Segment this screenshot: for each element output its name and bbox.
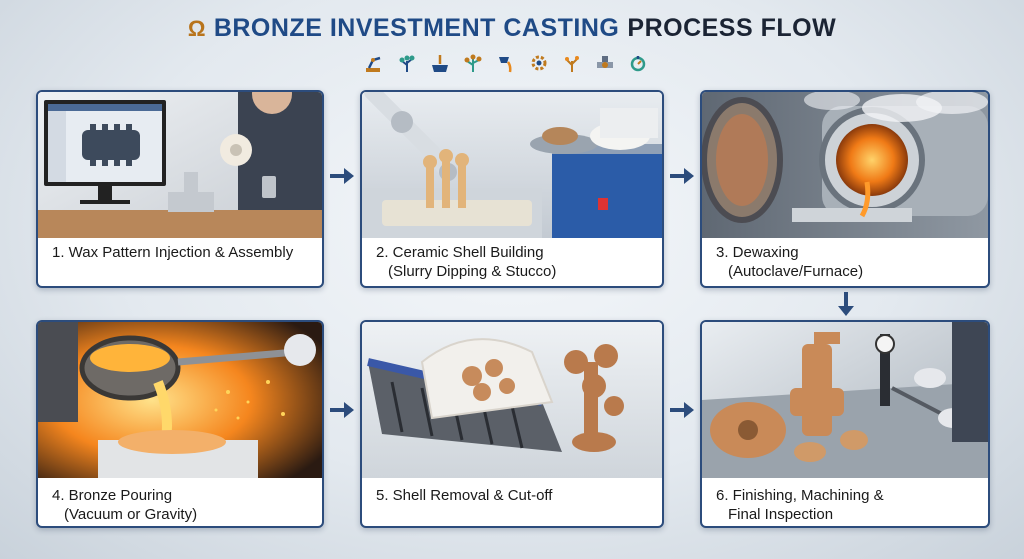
step-card-1: 1. Wax Pattern Injection & Assembly: [36, 90, 324, 288]
robot-arm-icon: [360, 52, 387, 74]
arrow-down-icon: [838, 292, 854, 316]
step-caption-5: 5. Shell Removal & Cut-off: [376, 486, 654, 505]
finishing-inspection-photo: [702, 322, 988, 478]
valve-icon: [591, 52, 618, 74]
arrow-right-icon: [670, 168, 694, 184]
cluster-icon: [459, 52, 486, 74]
pour-icon: [492, 52, 519, 74]
arrow-right-icon: [330, 402, 354, 418]
step-card-2: 2. Ceramic Shell Building (Slurry Dippin…: [360, 90, 664, 288]
step-caption-2: 2. Ceramic Shell Building (Slurry Dippin…: [376, 243, 654, 281]
foundry-logo-icon: Ω: [187, 15, 206, 41]
step-title-5: 5. Shell Removal & Cut-off: [376, 487, 553, 504]
step-caption-1: 1. Wax Pattern Injection & Assembly: [52, 243, 314, 262]
step-card-3: 3. Dewaxing (Autoclave/Furnace): [700, 90, 990, 288]
inspection-icon: [624, 52, 651, 74]
step-subtitle-3: (Autoclave/Furnace): [728, 263, 864, 280]
tree-icon: [393, 52, 420, 74]
step-caption-6: 6. Finishing, Machining & Final Inspecti…: [716, 486, 980, 524]
process-icon-strip: [360, 52, 651, 74]
title-part-1: BRONZE INVESTMENT CASTING: [213, 14, 620, 42]
step-caption-3: 3. Dewaxing (Autoclave/Furnace): [716, 243, 980, 281]
ceramic-shell-photo: [362, 92, 662, 238]
step-subtitle-4: (Vacuum or Gravity): [64, 506, 198, 523]
bronze-pouring-photo: [38, 322, 322, 478]
wax-pattern-photo: [38, 92, 322, 238]
step-caption-4: 4. Bronze Pouring (Vacuum or Gravity): [52, 486, 314, 524]
step-subtitle-2: (Slurry Dipping & Stucco): [388, 263, 557, 280]
step-title-6: 6. Finishing, Machining &: [716, 487, 884, 504]
gear-icon: [525, 52, 552, 74]
dipping-icon: [426, 52, 453, 74]
dewaxing-photo: [702, 92, 988, 238]
shell-removal-photo: [362, 322, 662, 478]
page-title: Ω BRONZE INVESTMENT CASTING PROCESS FLOW: [188, 14, 836, 43]
step-title-1: 1. Wax Pattern Injection & Assembly: [52, 244, 294, 261]
header: Ω BRONZE INVESTMENT CASTING PROCESS FLOW: [0, 14, 1024, 43]
step-title-4: 4. Bronze Pouring: [52, 487, 173, 504]
step-card-4: 4. Bronze Pouring (Vacuum or Gravity): [36, 320, 324, 528]
title-part-2: PROCESS FLOW: [627, 14, 837, 42]
arrow-right-icon: [670, 402, 694, 418]
step-subtitle-6: Final Inspection: [728, 506, 834, 523]
step-card-6: 6. Finishing, Machining & Final Inspecti…: [700, 320, 990, 528]
step-title-3: 3. Dewaxing: [716, 244, 799, 261]
spark-icon: [558, 52, 585, 74]
step-card-5: 5. Shell Removal & Cut-off: [360, 320, 664, 528]
arrow-right-icon: [330, 168, 354, 184]
step-title-2: 2. Ceramic Shell Building: [376, 244, 544, 261]
